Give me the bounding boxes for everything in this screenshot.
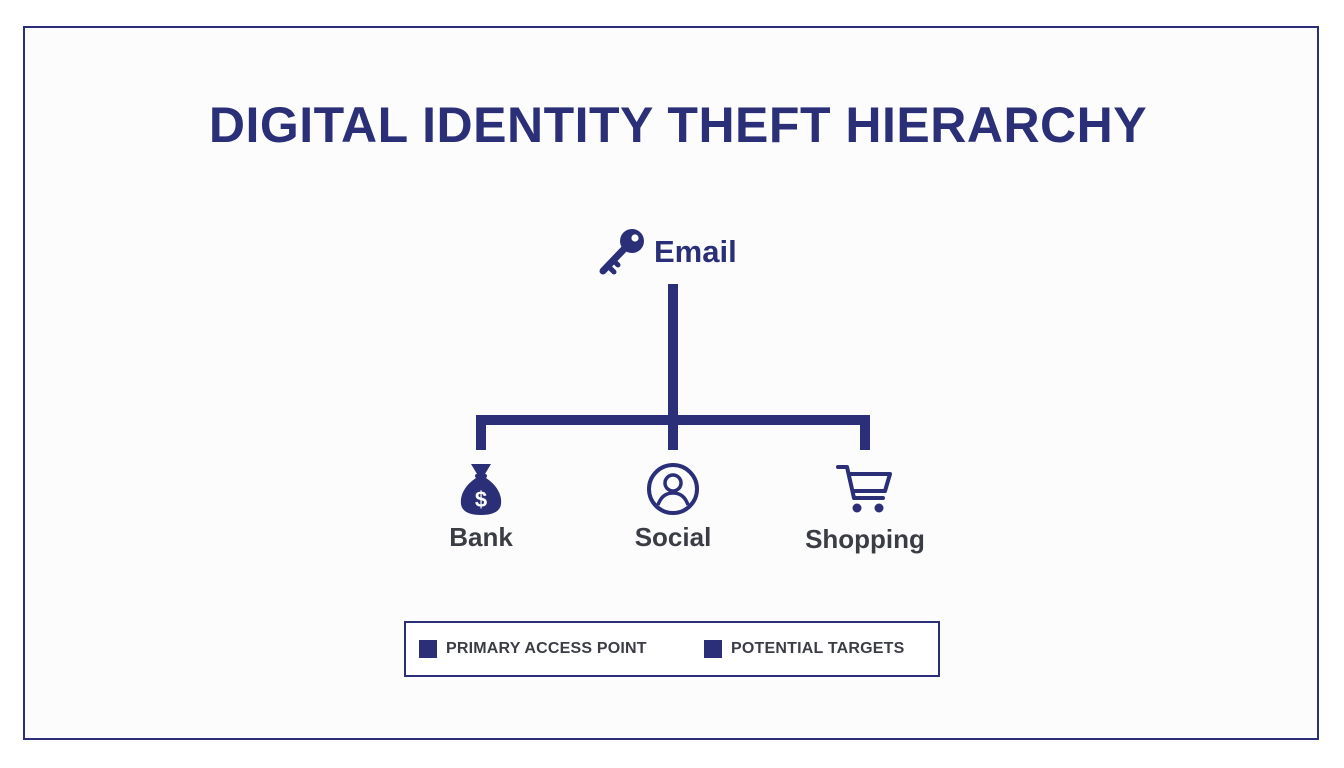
svg-text:$: $ (475, 487, 487, 512)
root-node-label: Email (654, 234, 737, 269)
child-node-shopping: Shopping (765, 462, 965, 555)
child-node-label-social: Social (634, 522, 712, 552)
legend-label-targets: POTENTIAL TARGETS (731, 640, 905, 657)
root-node-email: Email (596, 226, 737, 278)
child-node-label-bank: Bank (449, 522, 513, 552)
legend-swatch-primary (419, 640, 437, 658)
legend: PRIMARY ACCESS POINT POTENTIAL TARGETS (404, 621, 940, 677)
child-node-bank: $ Bank (381, 460, 581, 553)
child-node-label-shopping: Shopping (805, 524, 925, 554)
diagram-title: DIGITAL IDENTITY THEFT HIERARCHY (208, 97, 1148, 153)
user-circle-icon (647, 463, 699, 515)
legend-swatch-targets (704, 640, 722, 658)
legend-label-primary: PRIMARY ACCESS POINT (446, 640, 647, 657)
legend-item-primary-access-point: PRIMARY ACCESS POINT (419, 640, 647, 658)
shopping-cart-icon (836, 465, 892, 513)
money-bag-icon: $ (460, 464, 502, 515)
child-node-social: Social (573, 462, 773, 553)
key-icon (599, 229, 644, 275)
legend-item-potential-targets: POTENTIAL TARGETS (704, 640, 904, 658)
